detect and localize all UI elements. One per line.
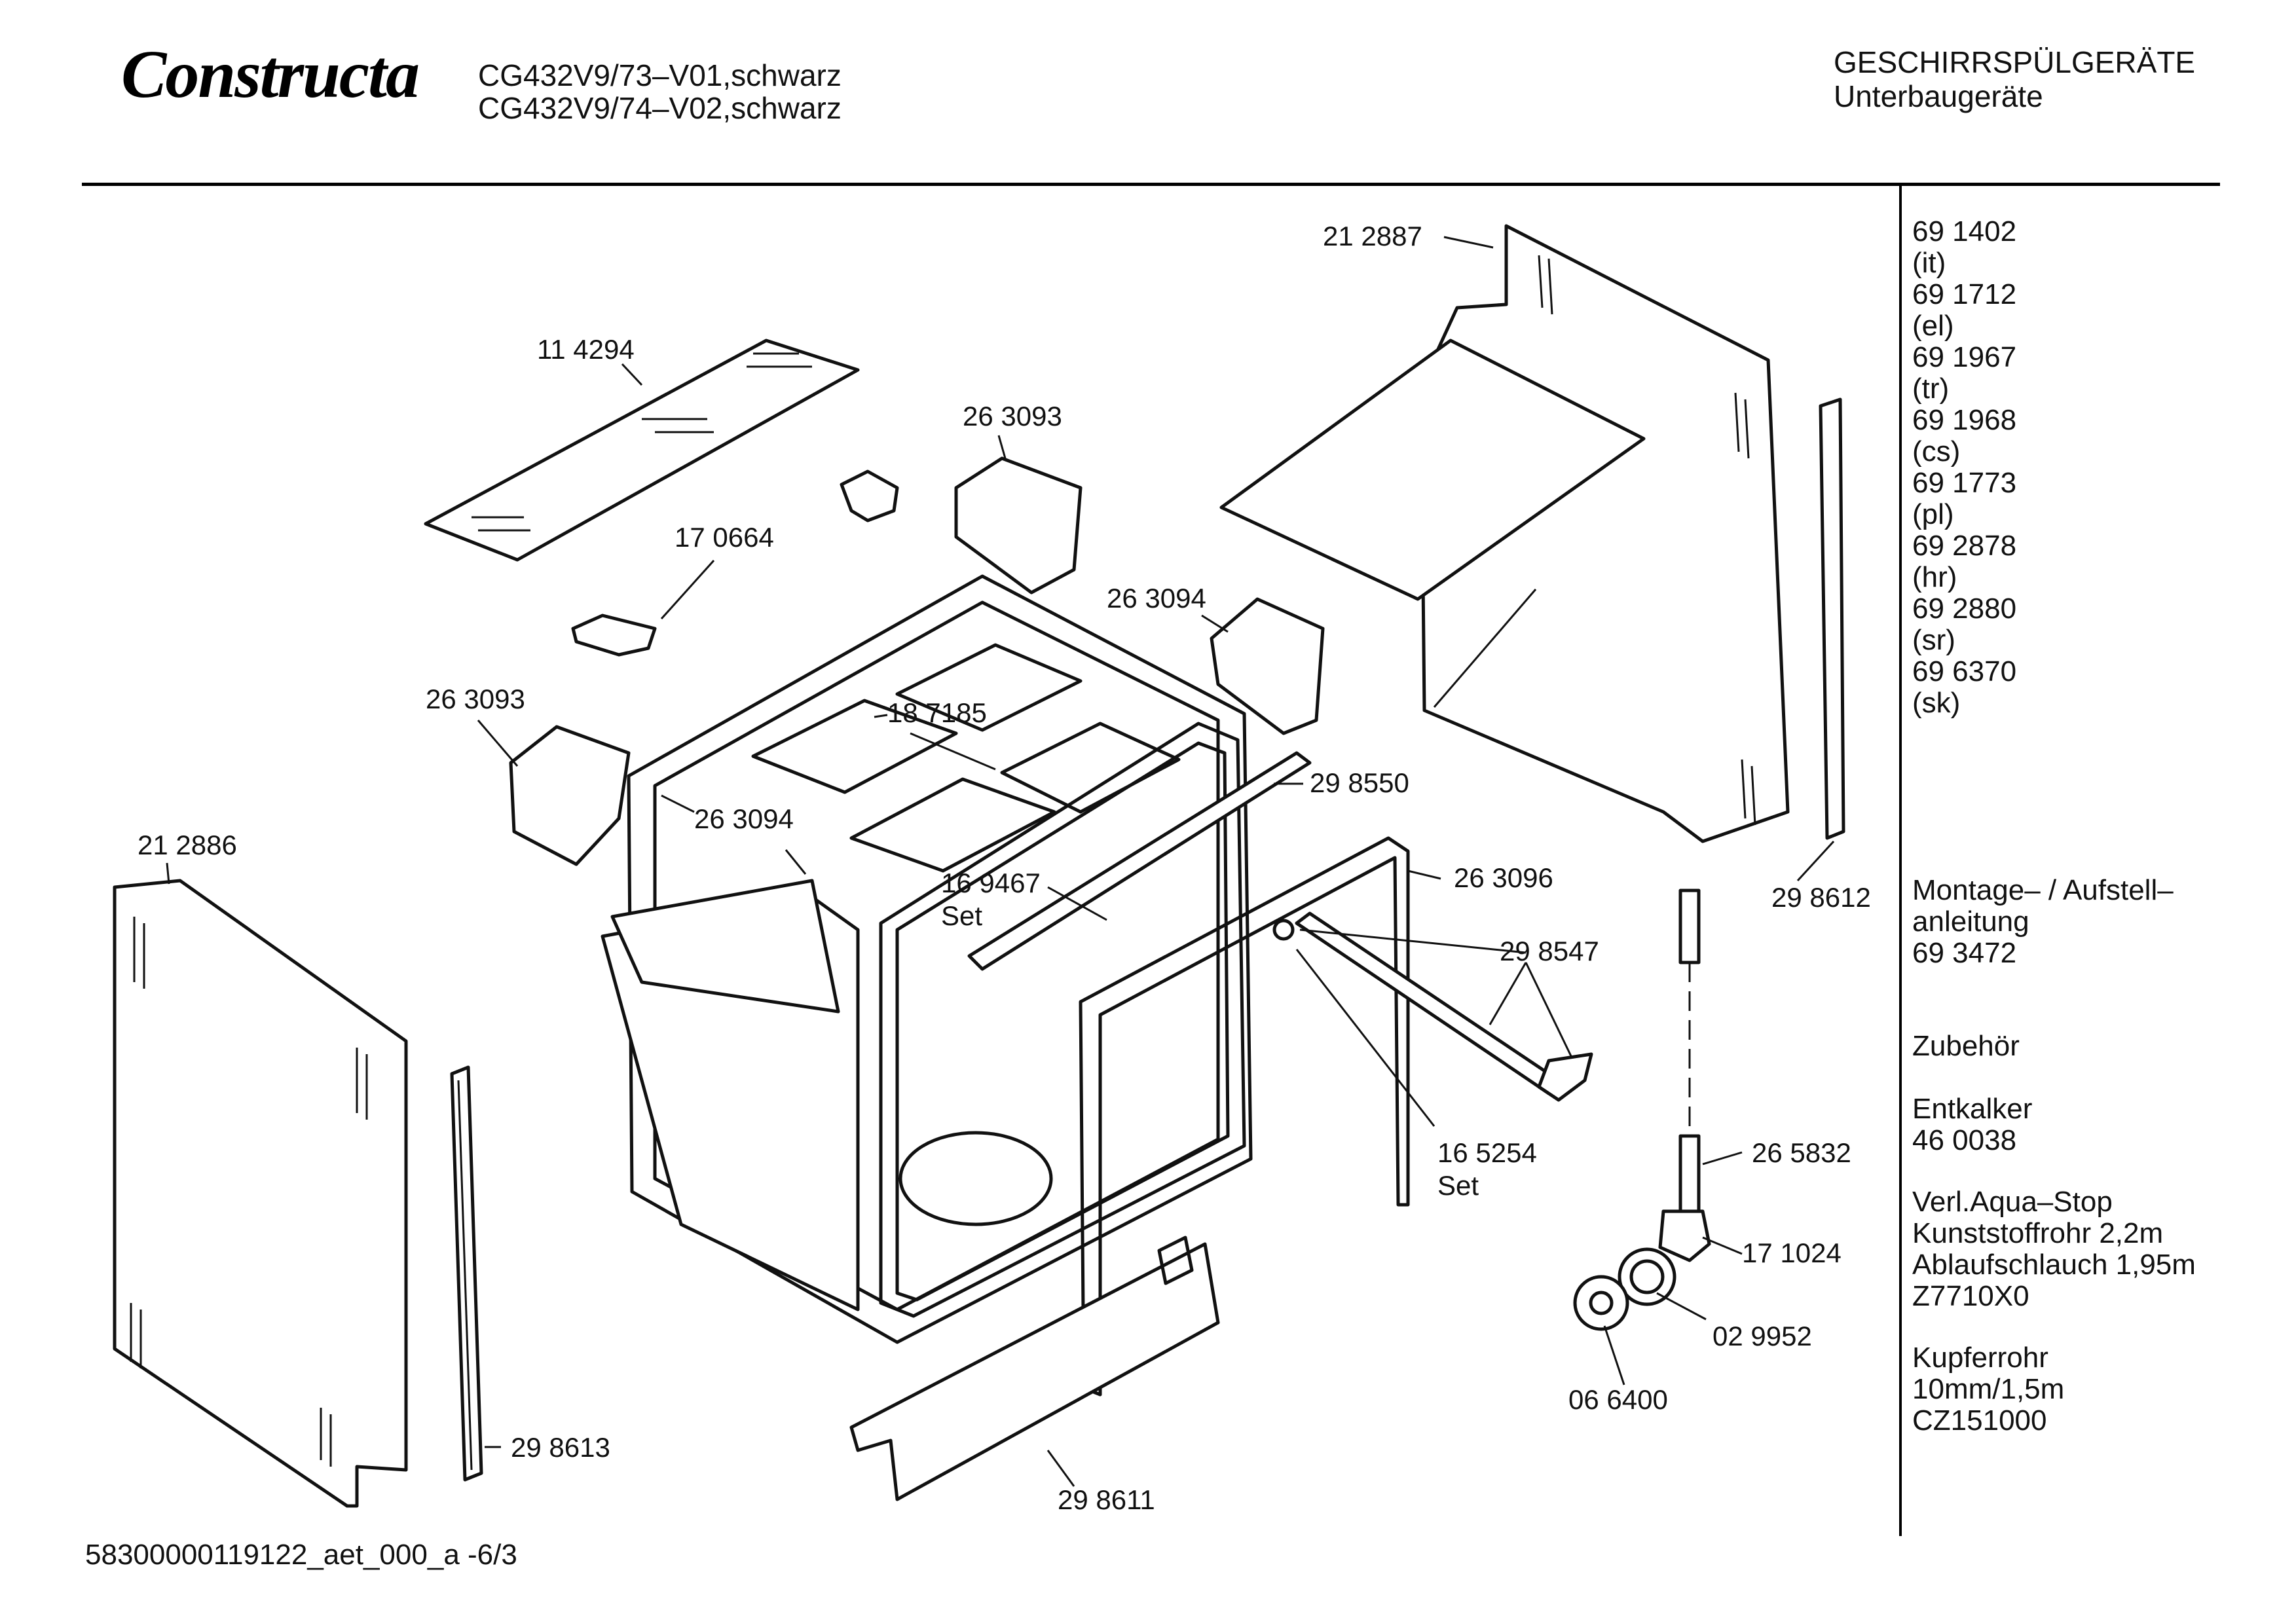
label-265832: 26 5832 [1752,1137,1851,1168]
right-trim-strip [1819,397,1845,840]
rod-set [1272,911,1593,1102]
category-title: GESCHIRRSPÜLGERÄTE [1834,45,2196,79]
copper-pipe-note: Kupferrohr 10mm/1,5m CZ151000 [1912,1342,2065,1437]
label-263094-mid: 26 3094 [694,803,794,834]
label-114294: 11 4294 [537,334,635,365]
header-rule [82,183,2220,186]
label-263093-left: 26 3093 [426,684,525,714]
top-cover-plate [424,339,860,562]
aquastop-note: Verl.Aqua–Stop Kunststoffrohr 2,2m Ablau… [1912,1186,2196,1312]
montage-note: Montage– / Aufstell– anleitung 69 3472 [1912,874,2174,969]
descaler-note: Entkalker 46 0038 [1912,1093,2033,1156]
dishwasher-tub [601,574,1253,1344]
upper-rail-strip [967,751,1312,971]
label-170664: 17 0664 [675,522,774,553]
label-298611: 29 8611 [1058,1484,1155,1515]
label-029952: 02 9952 [1713,1321,1812,1351]
accessories-heading: Zubehör [1912,1030,2020,1062]
label-169467: 16 9467 [941,868,1041,898]
base-rail [849,1236,1220,1501]
left-trim-strip [450,1065,483,1482]
sidebar-divider [1899,186,1902,1536]
label-212886: 21 2886 [138,830,237,860]
label-263093-top: 26 3093 [963,401,1062,431]
label-165254-set: Set [1437,1170,1479,1201]
label-263094-top: 26 3094 [1107,583,1206,614]
document-id: 58300000119122_aet_000_a -6/3 [85,1539,517,1571]
seal-rings [1573,1247,1676,1331]
model-line-2: CG432V9/74–V02,schwarz [478,91,842,125]
label-187185: 18 7185 [887,697,987,728]
label-165254: 16 5254 [1437,1137,1537,1168]
model-line-1: CG432V9/73–V01,schwarz [478,58,842,92]
label-171024: 17 1024 [1742,1237,1842,1268]
label-298550: 29 8550 [1310,767,1409,798]
right-side-panel [1219,224,1790,843]
label-169467-set: Set [941,900,982,931]
label-066400: 06 6400 [1568,1384,1668,1415]
label-298612: 29 8612 [1771,882,1871,913]
label-212887: 21 2887 [1323,221,1422,251]
category-subtitle: Unterbaugeräte [1834,79,2043,113]
label-263096: 26 3096 [1454,862,1553,893]
door-seal-frame [879,722,1246,1318]
brand-logo: Constructa [121,37,420,112]
leader-lines [166,236,1835,1487]
manual-language-list: 69 1402 (it) 69 1712 (el) 69 1967 (tr) 6… [1912,215,2017,719]
left-side-panel [113,879,408,1508]
inlet-hose [1658,888,1711,1262]
mounting-brackets [571,469,899,657]
label-298547: 29 8547 [1500,936,1599,966]
label-298613: 29 8613 [511,1432,610,1463]
